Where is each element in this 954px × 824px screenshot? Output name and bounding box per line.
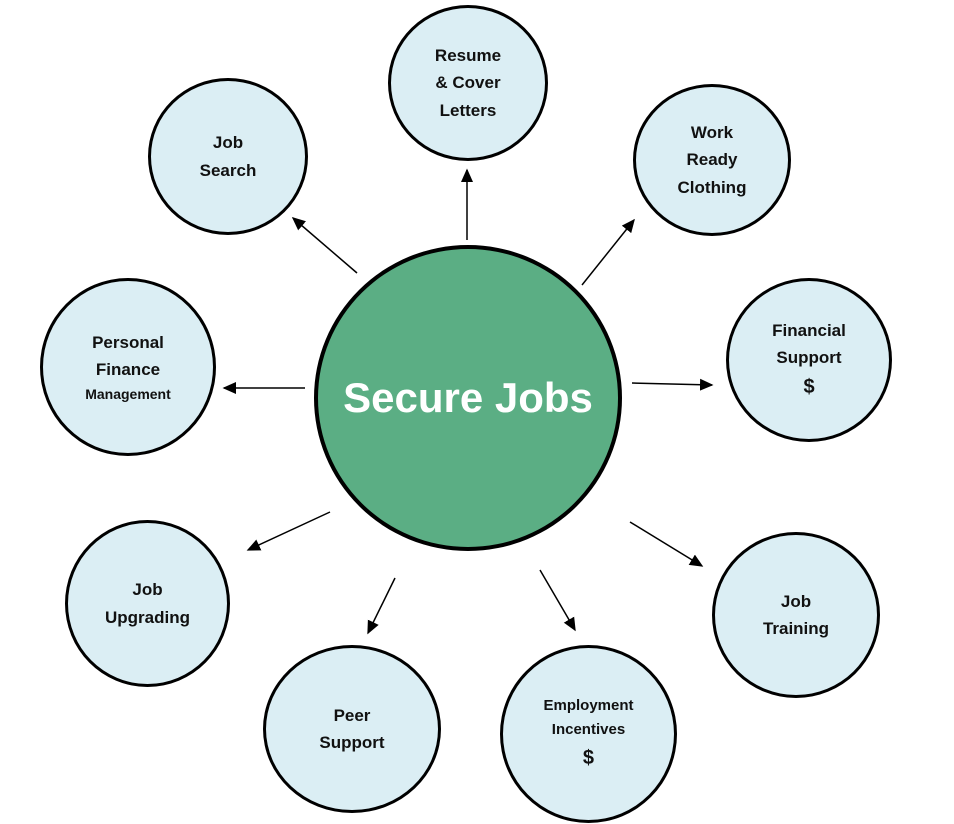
node-text: Peer (333, 705, 371, 725)
node-text: & Cover (435, 73, 501, 93)
node-text: Letters (439, 100, 497, 120)
dollar-sign: $ (803, 376, 815, 399)
node-text: Employment (543, 697, 634, 714)
arrow-peer-support (367, 577, 396, 635)
node-text: Resume (434, 46, 502, 66)
node-text: Ready (686, 150, 738, 170)
node-text: Job (780, 591, 812, 611)
node-text: Clothing (677, 177, 747, 197)
arrow-job-training (629, 521, 704, 567)
arrow-work-ready (581, 218, 635, 286)
center-label: Secure Jobs (343, 374, 593, 422)
dollar-sign: $ (582, 747, 595, 769)
node-text: Job (132, 580, 163, 600)
arrow-financial-support (631, 378, 714, 391)
arrow-job-search (291, 217, 358, 274)
node-text: Support (776, 348, 842, 367)
node-text: Personal (92, 332, 164, 352)
arrow-job-upgrading (246, 511, 331, 551)
node-text: Search (199, 160, 257, 180)
node-text: Job (212, 133, 244, 153)
node-text: Work (690, 123, 734, 143)
arrow-employment-incentives (539, 569, 576, 632)
node-text: Finance (95, 359, 161, 379)
node-text: Incentives (551, 721, 626, 738)
node-text: Training (762, 619, 830, 638)
node-text: Financial (772, 320, 846, 340)
node-text: Support (319, 733, 385, 752)
node-text: Management (85, 385, 171, 402)
center-node: Secure Jobs (314, 245, 622, 551)
node-text: Upgrading (105, 607, 190, 627)
